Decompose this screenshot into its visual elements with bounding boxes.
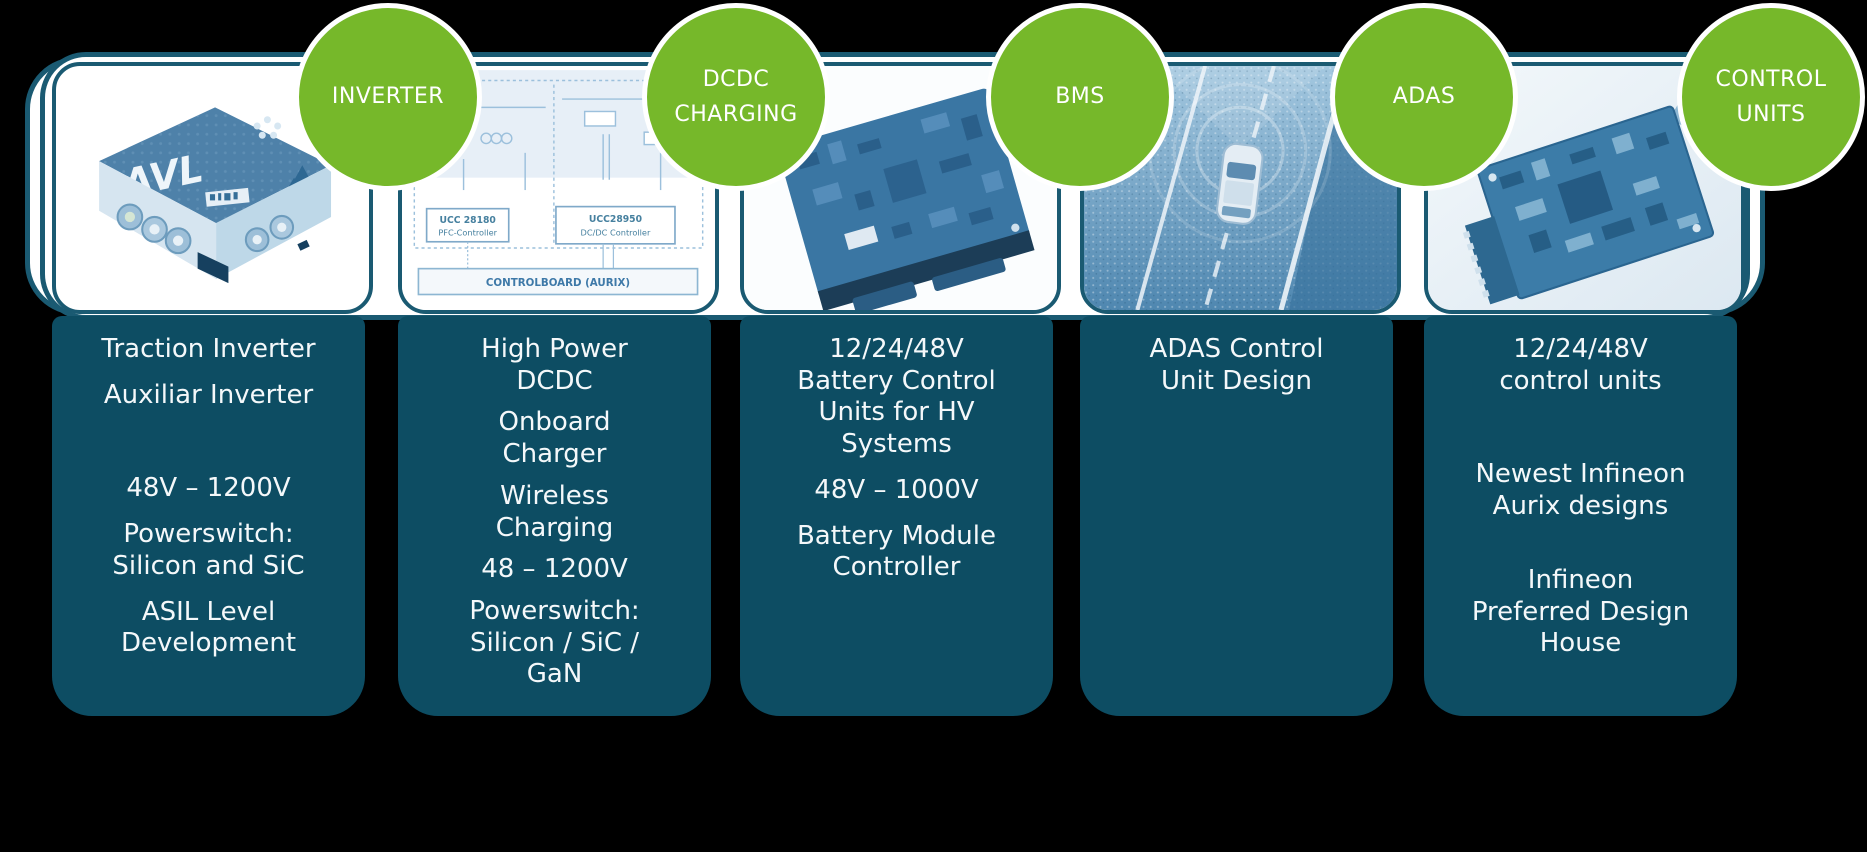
dcdc-info-box: High Power DCDC Onboard Charger Wireless… [398,316,711,716]
badge-label: BMS [1055,84,1105,110]
info-text: Traction Inverter [101,334,316,364]
bms-image-panel [740,62,1061,314]
info-text: 12/24/48V control units [1499,334,1662,396]
dcdc-subtitle: DC/DC Controller [581,228,651,238]
info-text: Onboard Charger [498,407,611,470]
pcb-board [1462,105,1715,305]
badge-label: ADAS [1392,84,1456,110]
badge-label: CONTROL UNITS [1715,66,1827,127]
info-text: 48V – 1000V [814,474,979,505]
info-text: ASIL Level Development [120,596,297,659]
controlboard-banner: CONTROLBOARD (AURIX) [417,267,699,296]
inverter-info-box: Traction Inverter Auxiliar Inverter 48V … [52,316,365,716]
bms-board-image [744,66,1057,310]
info-text: Powerswitch: Silicon / SiC / GaN [469,596,640,690]
badge-bms: BMS [986,3,1174,191]
info-text: Wireless Charging [495,480,614,543]
car-shape [1216,142,1264,225]
badge-inverter: INVERTER [294,3,482,191]
info-text: ADAS Control Unit Design [1149,334,1324,396]
info-text: 48V – 1200V [126,473,291,504]
adas-info-box: ADAS Control Unit Design [1080,316,1393,716]
dcdc-controller-box: UCC28950 DC/DC Controller [555,205,676,245]
badge-control-units: CONTROL UNITS [1677,3,1865,191]
info-text: Battery Module Controller [796,520,997,583]
badge-label: INVERTER [331,84,445,110]
bms-info-box: 12/24/48V Battery Control Units for HV S… [740,316,1053,716]
emblem-icon [253,116,282,139]
info-text: Infineon Preferred Design House [1471,564,1690,659]
info-text: Auxiliar Inverter [103,379,314,410]
badge-adas: ADAS [1330,3,1518,191]
pfc-controller-box: UCC 28180 PFC-Controller [425,207,510,243]
controlboard-label: CONTROLBOARD (AURIX) [486,277,630,289]
inverter-image-panel: AVL [52,62,373,314]
pfc-title: UCC 28180 [439,215,495,226]
info-text: Newest Infineon Aurix designs [1475,459,1686,522]
badge-dcdc-charging: DCDC CHARGING [642,3,830,191]
info-text: 48 – 1200V [481,554,628,585]
info-text: 12/24/48V Battery Control Units for HV S… [797,334,996,460]
info-text: Powerswitch: Silicon and SiC [112,519,305,581]
pcb-board [778,88,1035,310]
dcdc-title: UCC28950 [589,214,642,225]
control-units-info-box: 12/24/48V control units Newest Infineon … [1424,316,1737,716]
inverter-product-photo: AVL [99,107,332,284]
connector-glands [116,203,295,255]
badge-label: DCDC CHARGING [674,66,798,127]
info-text: High Power DCDC [481,334,628,396]
pfc-subtitle: PFC-Controller [438,228,497,238]
